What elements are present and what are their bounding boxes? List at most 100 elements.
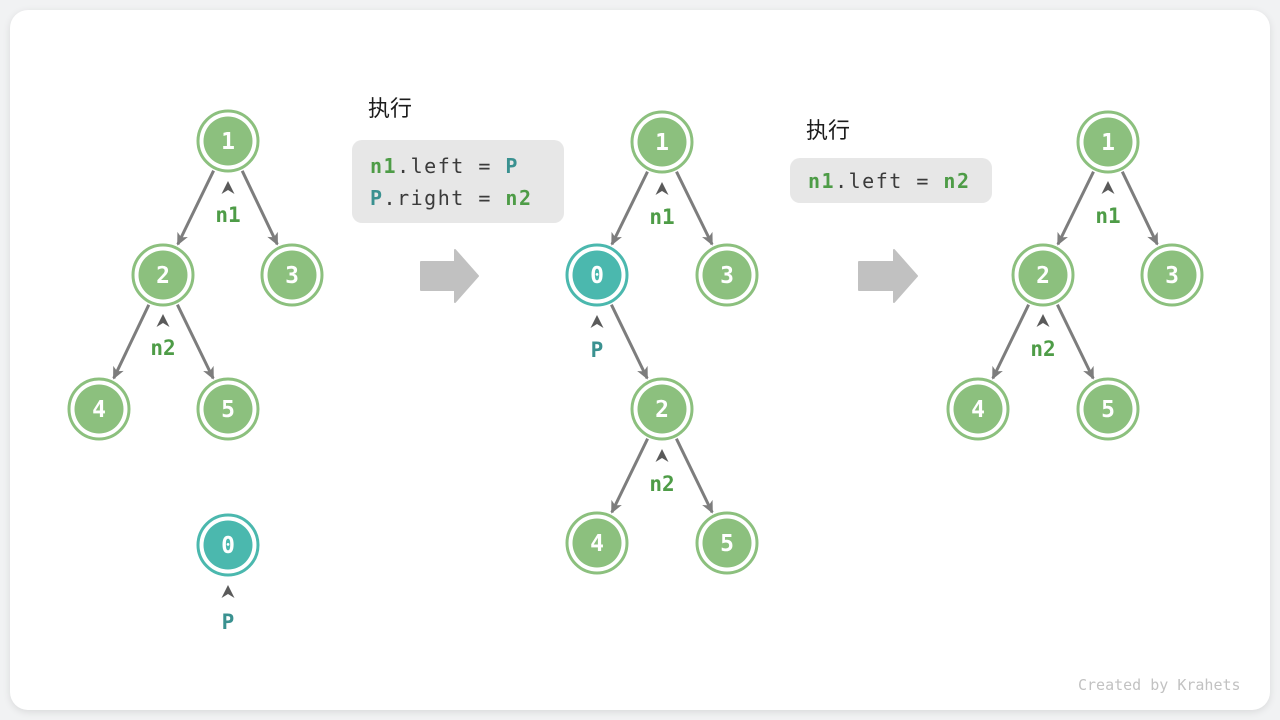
code-token-plain: .left =: [835, 168, 944, 193]
node-value: 4: [92, 397, 106, 423]
node-circle-inner: [702, 518, 752, 568]
node-circle-inner: [953, 384, 1003, 434]
node-circle-inner: [572, 518, 622, 568]
node-value: 3: [720, 263, 734, 289]
tree-initial: 1 2 3 4 5 n1 n2 0: [67, 109, 324, 634]
edge-1-to-3: [240, 170, 279, 246]
tree-node-inserted: 0: [565, 243, 629, 307]
pointer-label-p: P: [591, 338, 604, 362]
tree-node: 5: [695, 511, 759, 575]
node-circle-inner: [1147, 250, 1197, 300]
pointer-caret-icon: [221, 181, 235, 194]
code-token-plain: .left =: [397, 153, 506, 178]
node-circle-inner: [572, 250, 622, 300]
node-circle-inner: [267, 250, 317, 300]
node-circle-inner: [1018, 250, 1068, 300]
node-circle-inner: [1083, 117, 1133, 167]
tree-node-detached: 0: [196, 513, 260, 577]
code-token-n1: n1: [808, 168, 836, 193]
node-circle-inner: [74, 384, 124, 434]
edge-2-to-5: [176, 304, 215, 380]
code-line: n1.left = P: [370, 150, 564, 182]
tree-node: 3: [1140, 243, 1204, 307]
node-value: 2: [1036, 263, 1050, 289]
node-value: 4: [971, 397, 985, 423]
pointer-caret-icon: [1101, 181, 1115, 194]
node-value: 5: [1101, 397, 1115, 423]
tree-node: 3: [695, 243, 759, 307]
edge-2-to-4: [112, 304, 151, 380]
code-token-p: P: [370, 185, 384, 210]
node-value: 2: [655, 397, 669, 423]
code-token-p: P: [505, 153, 519, 178]
node-circle-inner: [203, 116, 253, 166]
pointer-label-n2: n2: [150, 336, 175, 360]
pointer-label-n2: n2: [649, 472, 674, 496]
code-line: n1.left = n2: [808, 165, 992, 197]
tree-node: 4: [565, 511, 629, 575]
pointer-caret-icon: [221, 585, 235, 598]
code-token-n2: n2: [505, 185, 533, 210]
tree-node: 1: [630, 110, 694, 174]
step2-code-box: n1.left = n2: [790, 158, 992, 203]
node-value: 0: [590, 263, 604, 289]
node-circle-inner: [1083, 384, 1133, 434]
node-circle-inner: [702, 250, 752, 300]
edge-2-to-5: [675, 438, 714, 514]
transition-arrow-icon: [420, 249, 479, 303]
pointer-label-n1: n1: [1095, 204, 1120, 228]
node-value: 3: [1165, 263, 1179, 289]
node-value: 3: [285, 263, 299, 289]
node-circle-inner: [203, 384, 253, 434]
pointer-label-n1: n1: [649, 205, 674, 229]
tree-node: 1: [196, 109, 260, 173]
pointer-caret-icon: [156, 314, 170, 327]
pointer-caret-icon: [1036, 314, 1050, 327]
code-token-n2: n2: [943, 168, 971, 193]
tree-node: 2: [630, 377, 694, 441]
node-value: 0: [221, 533, 235, 559]
node-value: 1: [221, 129, 235, 155]
edge-1-to-3: [1120, 171, 1159, 246]
step2-title: 执行: [806, 118, 851, 143]
step1-title: 执行: [368, 96, 413, 121]
pointer-caret-icon: [590, 315, 604, 328]
tree-node: 3: [260, 243, 324, 307]
tree-final: 1 2 3 4 5 n1 n2: [946, 110, 1204, 441]
pointer-caret-icon: [655, 182, 669, 195]
node-circle-inner: [203, 520, 253, 570]
edge-1-to-0: [610, 171, 649, 246]
pointer-caret-icon: [655, 449, 669, 462]
edge-2-to-4: [610, 438, 649, 514]
edge-2-to-5: [1056, 304, 1095, 380]
pointer-label-p: P: [222, 610, 235, 634]
node-value: 4: [590, 531, 604, 557]
node-value: 5: [221, 397, 235, 423]
node-value: 5: [720, 531, 734, 557]
node-circle-inner: [637, 384, 687, 434]
tree-node: 5: [1076, 377, 1140, 441]
tree-middle: 1 0 3 2 4 5 n1 P: [565, 110, 759, 575]
node-circle-inner: [138, 250, 188, 300]
tree-node: 2: [131, 243, 195, 307]
tree-node: 4: [67, 377, 131, 441]
tree-node: 4: [946, 377, 1010, 441]
pointer-label-n1: n1: [215, 203, 240, 227]
edge-1-to-2: [176, 170, 215, 246]
node-value: 1: [655, 130, 669, 156]
edge-1-to-2: [1056, 171, 1095, 246]
code-line: P.right = n2: [370, 182, 564, 214]
pointer-label-n2: n2: [1030, 337, 1055, 361]
tree-node: 2: [1011, 243, 1075, 307]
tree-node: 1: [1076, 110, 1140, 174]
node-value: 2: [156, 263, 170, 289]
edge-1-to-3: [675, 171, 714, 246]
transition-arrow-icon: [858, 249, 918, 303]
step1-code-box: n1.left = P P.right = n2: [352, 140, 564, 223]
code-token-n1: n1: [370, 153, 398, 178]
code-token-plain: .right =: [383, 185, 506, 210]
edge-0-to-2: [610, 304, 649, 380]
edge-2-to-4: [991, 304, 1030, 380]
node-circle-inner: [637, 117, 687, 167]
